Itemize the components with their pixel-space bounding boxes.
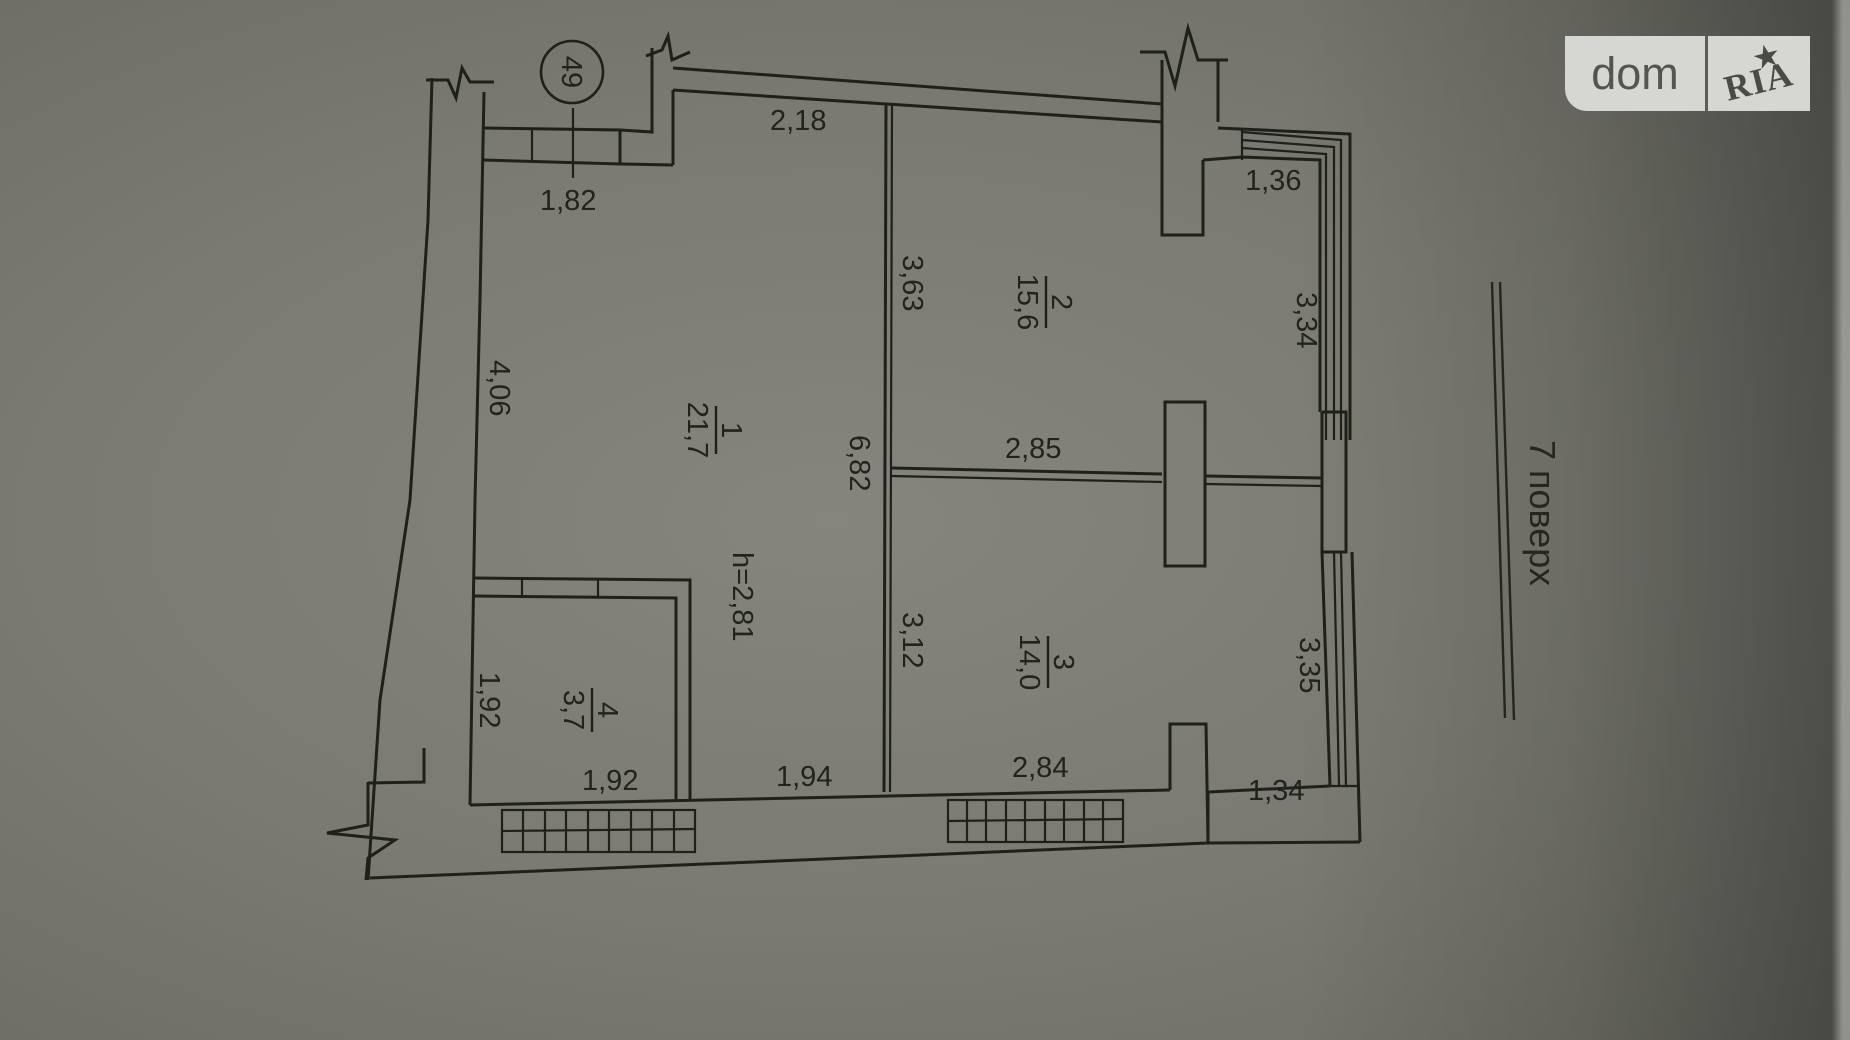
ceiling-height: h=2,81 xyxy=(726,552,758,642)
dim-room3-right: 3,35 xyxy=(1293,637,1325,693)
svg-text:14,0: 14,0 xyxy=(1013,634,1045,690)
radiator-left xyxy=(500,808,697,854)
room-4-label: 4 3,7 xyxy=(557,688,623,732)
svg-text:2: 2 xyxy=(1045,294,1077,310)
room-3-label: 3 14,0 xyxy=(1013,634,1079,690)
dimension-labels: 1,82 2,18 4,06 6,82 3,63 2,85 3,34 1,36 … xyxy=(473,105,1325,807)
dim-bottom-right: 1,34 xyxy=(1248,775,1304,807)
axis-marker-label: 49 xyxy=(555,56,587,88)
logo-ria: ★ RIA xyxy=(1708,36,1810,111)
dim-room4-bottom: 1,92 xyxy=(582,765,638,797)
svg-text:21,7: 21,7 xyxy=(681,402,713,458)
dim-room3-left: 3,12 xyxy=(896,612,928,668)
room-1-label: 1 21,7 xyxy=(681,402,747,458)
dim-room2-left: 3,63 xyxy=(896,255,928,311)
svg-text:4: 4 xyxy=(591,702,623,718)
dim-room4-side: 1,92 xyxy=(473,672,505,728)
logo-dom-text: dom xyxy=(1565,36,1708,111)
svg-text:3: 3 xyxy=(1047,654,1079,670)
svg-text:15,6: 15,6 xyxy=(1011,274,1043,330)
dim-top-room1: 2,18 xyxy=(770,105,826,137)
exterior-walls xyxy=(326,22,1362,881)
radiator-right xyxy=(946,798,1125,844)
dim-left-room1: 4,06 xyxy=(483,360,515,416)
floor-label: 7 поверх xyxy=(1522,440,1563,586)
dim-room2-right: 3,34 xyxy=(1290,292,1322,348)
dim-room3-bottom: 2,84 xyxy=(1012,752,1068,784)
axis-marker: 49 xyxy=(539,39,605,178)
dim-room1-bottom: 1,94 xyxy=(776,761,832,793)
room-2-label: 2 15,6 xyxy=(1011,274,1077,330)
dim-room2-top-right: 1,36 xyxy=(1245,165,1301,197)
dim-top-left-notch: 1,82 xyxy=(540,185,596,217)
dim-room2-width: 2,85 xyxy=(1005,433,1061,465)
dim-room1-height: 6,82 xyxy=(843,435,875,491)
svg-text:3,7: 3,7 xyxy=(557,690,589,730)
logo-ria-text: RIA xyxy=(1720,52,1798,109)
svg-text:1: 1 xyxy=(715,422,747,438)
floor-label-group: 7 поверх xyxy=(1490,281,1563,721)
interior-walls xyxy=(473,103,1323,800)
domria-watermark-logo: dom ★ RIA xyxy=(1565,36,1810,111)
